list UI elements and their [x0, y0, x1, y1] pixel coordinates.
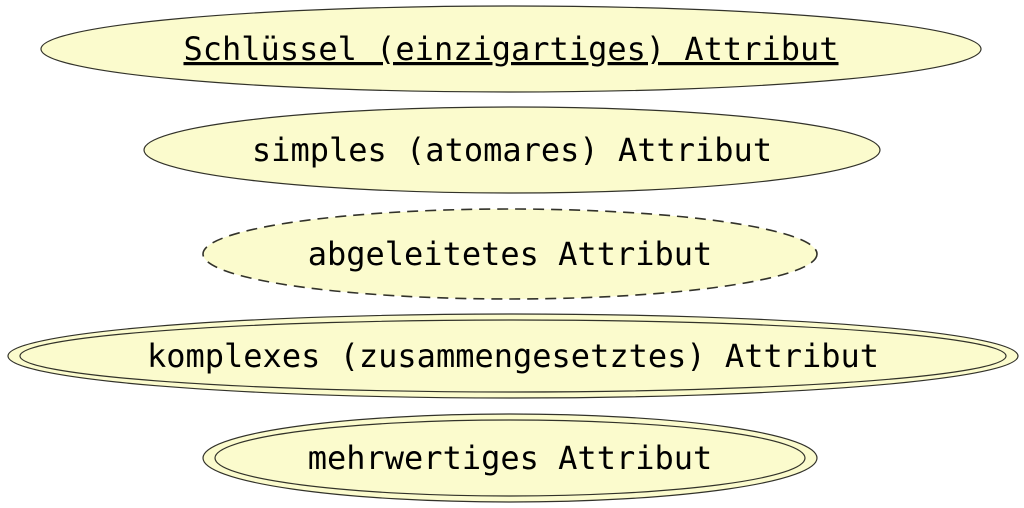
node-key-attribute: Schlüssel (einzigartiges) Attribut [40, 5, 982, 93]
key-attribute-label: Schlüssel (einzigartiges) Attribut [183, 30, 838, 68]
derived-attribute-ellipse [202, 208, 818, 300]
derived-attribute-label: abgeleitetes Attribut [308, 235, 713, 273]
node-derived-attribute: abgeleitetes Attribut [202, 208, 818, 300]
node-multivalued-attribute: mehrwertiges Attribut [202, 413, 818, 503]
node-simple-attribute: simples (atomares) Attribut [143, 106, 881, 194]
simple-attribute-ellipse [143, 106, 881, 194]
composite-attribute-label: komplexes (zusammengesetztes) Attribut [147, 337, 879, 375]
multivalued-attribute-inner-ellipse [214, 419, 806, 497]
composite-attribute-inner-ellipse [19, 319, 1007, 393]
simple-attribute-label: simples (atomares) Attribut [252, 131, 772, 169]
key-attribute-ellipse [40, 5, 982, 93]
node-composite-attribute: komplexes (zusammengesetztes) Attribut [7, 313, 1019, 399]
multivalued-attribute-label: mehrwertiges Attribut [308, 439, 713, 477]
